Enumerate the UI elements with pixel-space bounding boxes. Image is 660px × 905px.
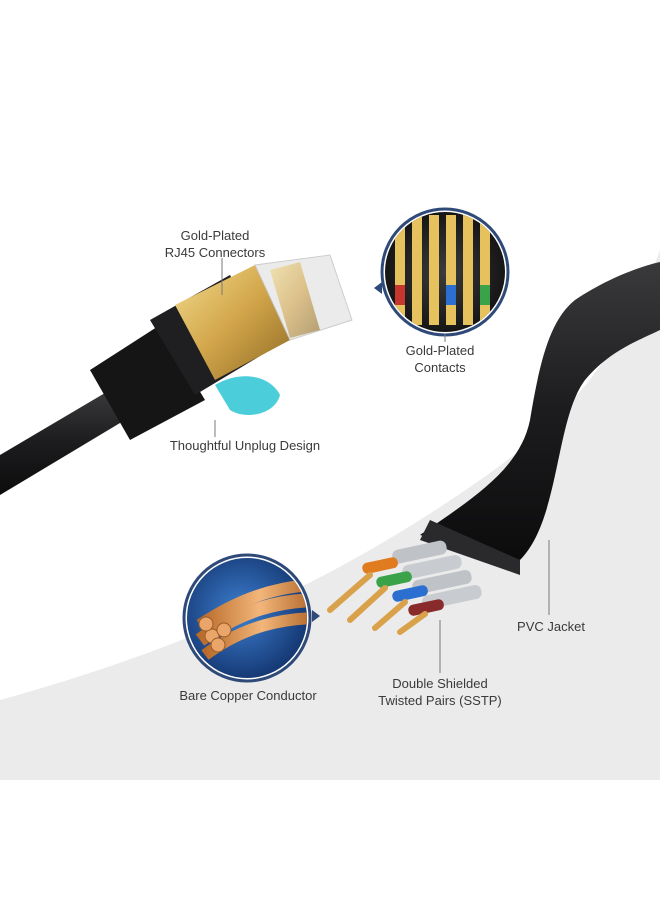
rj45-connector [0, 254, 353, 495]
copper-conductor-callout [182, 553, 320, 683]
label-pvc-jacket: PVC Jacket [517, 619, 585, 634]
gold-contacts-callout [374, 207, 510, 337]
label-gold-plated-rj45-connectors: Gold-Plated RJ45 Connectors [140, 227, 290, 261]
label-line: Twisted Pairs (SSTP) [378, 693, 502, 708]
leader-lines [214, 258, 550, 673]
label-line: Gold-Plated [405, 343, 475, 358]
twisted-pairs [327, 540, 482, 635]
label-line: Double Shielded [392, 676, 488, 691]
backdrop-shape [0, 250, 660, 780]
flat-cable [420, 262, 660, 575]
label-bare-copper-conductor: Bare Copper Conductor [179, 688, 317, 703]
label-line: Gold-Plated [180, 228, 250, 243]
label-gold-plated-contacts: Gold-Plated Contacts [370, 342, 510, 376]
label-double-shielded-twisted-pairs: Double Shielded Twisted Pairs (SSTP) [360, 675, 520, 709]
label-line: Contacts [414, 360, 466, 375]
label-line: RJ45 Connectors [164, 245, 266, 260]
label-unplug-design: Thoughtful Unplug Design [169, 438, 321, 453]
